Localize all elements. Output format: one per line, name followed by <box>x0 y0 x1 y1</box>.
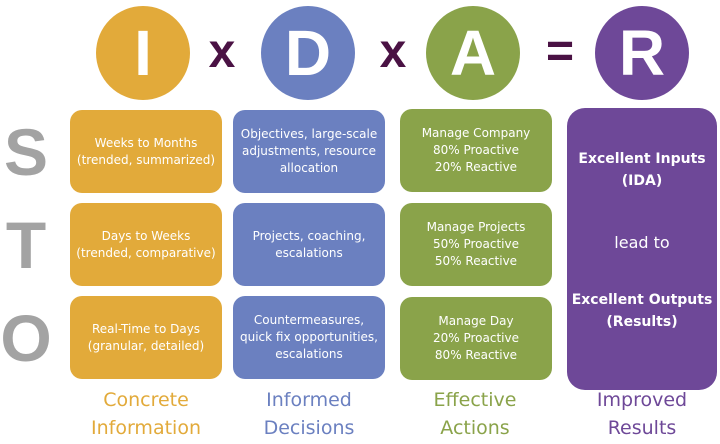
results-inputs-text: Excellent Inputs (IDA) <box>578 151 706 189</box>
results-circle: R <box>595 6 689 100</box>
decisions-footer: Informed Decisions <box>263 389 355 439</box>
information-cell-tactical: Days to Weeks (trended, comparative) <box>70 203 222 286</box>
actions-cell-operational: Manage Day 20% Proactive 80% Reactive <box>400 297 552 380</box>
actions-footer: Effective Actions <box>433 389 517 439</box>
information-cell-operational: Real-Time to Days (granular, detailed) <box>70 296 222 379</box>
actions-circle: A <box>426 6 520 100</box>
results-connector-text: lead to <box>614 233 670 252</box>
decisions-circle: D <box>261 6 355 100</box>
decisions-cell-operational: Countermeasures, quick fix opportunities… <box>233 296 385 379</box>
information-footer: Concrete Information <box>91 389 201 439</box>
actions-cell-strategic: Manage Company 80% Proactive 20% Reactiv… <box>400 109 552 192</box>
actions-cell-tactical: Manage Projects 50% Proactive 50% Reacti… <box>400 203 552 286</box>
row-letter-o: O <box>0 301 52 375</box>
decisions-cell-strategic: Objectives, large-scale adjustments, res… <box>233 110 385 193</box>
results-box: Excellent Inputs (IDA) lead to Excellent… <box>567 108 717 390</box>
decisions-cell-tactical: Projects, coaching, escalations <box>233 203 385 286</box>
multiply-operator: x <box>208 25 236 78</box>
row-letter-s: S <box>3 115 49 189</box>
results-footer: Improved Results <box>596 389 688 439</box>
results-outputs-text: Excellent Outputs (Results) <box>571 292 713 330</box>
equals-operator: = <box>545 25 575 78</box>
multiply-operator: x <box>379 25 407 78</box>
row-letter-t: T <box>5 208 47 282</box>
information-cell-strategic: Weeks to Months (trended, summarized) <box>70 110 222 193</box>
information-circle: I <box>96 6 190 100</box>
